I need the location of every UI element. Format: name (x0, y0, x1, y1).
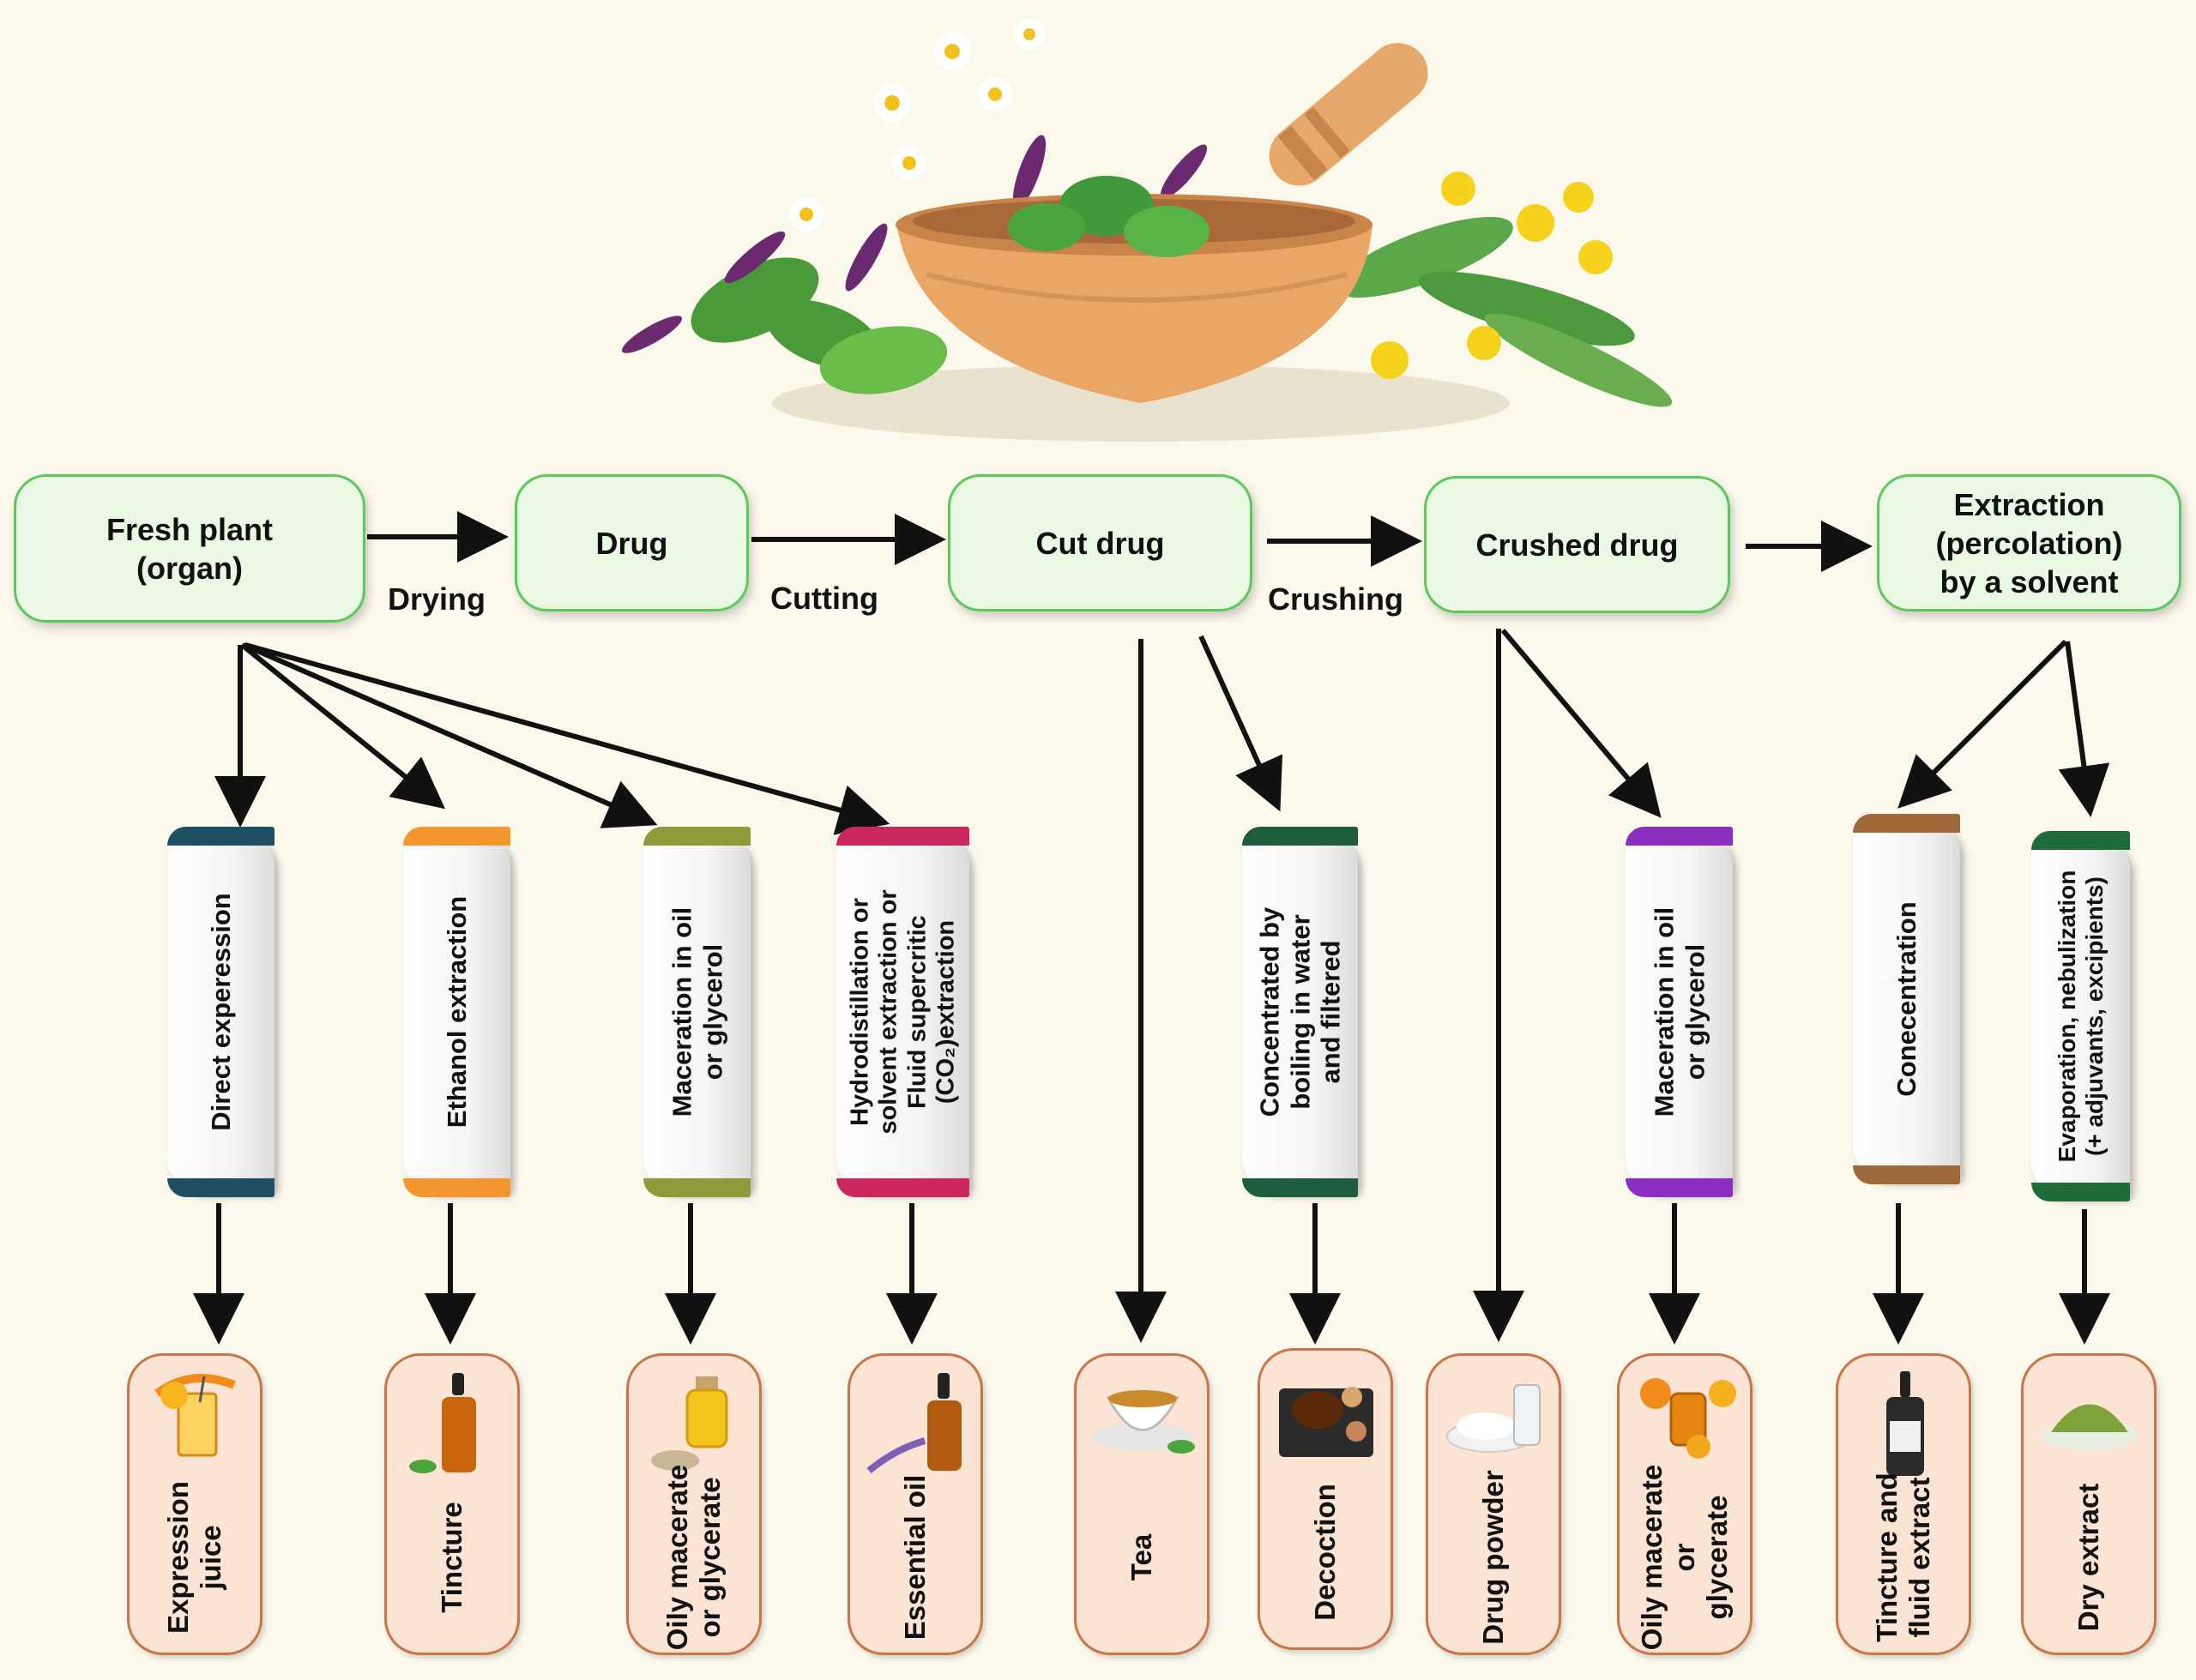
green-powder-icon (2042, 1404, 2138, 1450)
process-cap-top (836, 827, 969, 846)
process-direct-expression: Direct experession (167, 827, 274, 1197)
tincture-bottle-icon (409, 1373, 476, 1473)
node-crushed-drug: Crushed drug (1424, 476, 1730, 613)
product-tincture-label: Tincture (436, 1502, 468, 1613)
product-dry-extract: Dry extract (2021, 1353, 2157, 1655)
arrow-extraction-evaporation (2058, 641, 2110, 817)
process-cap-top (1626, 827, 1733, 846)
process-cap-top (2031, 831, 2130, 850)
product-expression-juice-label: Expression juice (162, 1481, 226, 1634)
product-dry-extract-label: Dry extract (2072, 1483, 2105, 1632)
process-boiling-label: Concentrated by boiling in water and fil… (1254, 906, 1346, 1117)
process-evaporation-label: Evaporation, nebulization (+ adjuvants, … (2053, 870, 2108, 1163)
powder-icon (1446, 1384, 1541, 1453)
node-cut-drug-label: Cut drug (1035, 525, 1165, 561)
node-crushed-drug-label: Crushed drug (1475, 527, 1679, 563)
edge-label-cutting: Cutting (770, 581, 878, 616)
node-extraction-label: Extraction (percolation) by a solvent (1935, 486, 2123, 599)
product-oily-macerate-2: Oily macerate or glycerate (1617, 1353, 1753, 1655)
product-drug-powder-label: Drug powder (1477, 1470, 1510, 1645)
process-cap-top (167, 827, 274, 846)
oil-jar-icon (651, 1376, 728, 1471)
product-tincture-fluid-extract: Tincture and fluid extract (1836, 1353, 1971, 1655)
juice-icon (154, 1374, 236, 1457)
process-cap-top (1242, 827, 1358, 846)
arrow-fresh-hydro (244, 642, 890, 835)
tea-cup-icon (1093, 1390, 1195, 1454)
process-cap-bottom (1242, 1178, 1358, 1197)
process-evaporation: Evaporation, nebulization (+ adjuvants, … (2031, 831, 2130, 1201)
arrow-cut-boil (1198, 635, 1283, 812)
product-decoction: Decoction (1258, 1348, 1393, 1650)
process-boiling: Concentrated by boiling in water and fil… (1242, 827, 1358, 1197)
product-tea-label: Tea (1125, 1533, 1158, 1581)
arrow-crushed-maceration (1500, 629, 1662, 818)
product-tincture-fluid-extract-label: Tincture and fluid extract (1871, 1472, 1935, 1642)
node-fresh-plant: Fresh plant (organ) (14, 474, 365, 623)
product-essential-oil-label: Essential oil (899, 1474, 932, 1641)
process-cap-top (643, 827, 751, 846)
calendula-oil-icon (1640, 1378, 1736, 1459)
product-decoction-label: Decoction (1309, 1484, 1342, 1621)
process-cap-bottom (1626, 1178, 1733, 1197)
product-oily-macerate-2-label: Oily macerate or glycerate (1636, 1464, 1733, 1651)
process-cap-bottom (167, 1178, 274, 1197)
product-tincture: Tincture (384, 1353, 520, 1655)
mortar-and-herbs-illustration (622, 19, 1673, 442)
node-drug-label: Drug (595, 525, 668, 561)
node-fresh-plant-label: Fresh plant (organ) (106, 511, 274, 586)
process-maceration-fresh-label: Maceration in oil or glycerol (666, 906, 727, 1117)
product-expression-juice: Expression juice (127, 1353, 262, 1655)
node-extraction: Extraction (percolation) by a solvent (1877, 474, 2181, 611)
process-cap-top (1853, 814, 1960, 833)
edge-label-drying: Drying (388, 581, 486, 617)
process-concentration: Conecentration (1853, 814, 1960, 1184)
process-maceration-fresh: Maceration in oil or glycerol (643, 827, 751, 1197)
process-maceration-crushed-label: Maceration in oil or glycerol (1648, 906, 1710, 1117)
process-cap-bottom (2031, 1183, 2130, 1201)
arrow-fresh-maceration (242, 642, 658, 828)
essential-oil-icon (866, 1373, 962, 1474)
product-oily-macerate: Oily macerate or glycerate (626, 1353, 762, 1655)
process-concentration-label: Conecentration (1891, 901, 1922, 1097)
process-ethanol-extraction-label: Ethanol extraction (441, 895, 472, 1129)
dark-bottle-icon (1886, 1371, 1924, 1476)
process-cap-bottom (1853, 1165, 1960, 1184)
product-tea: Tea (1074, 1353, 1210, 1655)
process-cap-bottom (643, 1178, 751, 1197)
decoction-bowl-icon (1279, 1387, 1373, 1457)
node-drug: Drug (515, 474, 749, 611)
process-cap-bottom (836, 1178, 969, 1197)
process-direct-expression-label: Direct experession (205, 893, 236, 1131)
product-oily-macerate-label: Oily macerate or glycerate (661, 1464, 726, 1651)
arrow-extraction-concentration (1897, 639, 2068, 809)
process-cap-top (403, 827, 510, 846)
process-cap-bottom (403, 1178, 510, 1197)
process-hydrodistillation: Hydrodistillation or solvent extraction … (836, 827, 969, 1197)
arrow-fresh-ethanol (240, 642, 446, 810)
product-drug-powder: Drug powder (1426, 1353, 1561, 1655)
process-ethanol-extraction: Ethanol extraction (403, 827, 510, 1197)
edge-label-crushing: Crushing (1268, 581, 1403, 617)
process-hydrodistillation-label: Hydrodistillation or solvent extraction … (845, 889, 959, 1135)
node-cut-drug: Cut drug (948, 474, 1252, 611)
product-essential-oil: Essential oil (848, 1353, 983, 1655)
process-maceration-crushed: Maceration in oil or glycerol (1626, 827, 1733, 1197)
